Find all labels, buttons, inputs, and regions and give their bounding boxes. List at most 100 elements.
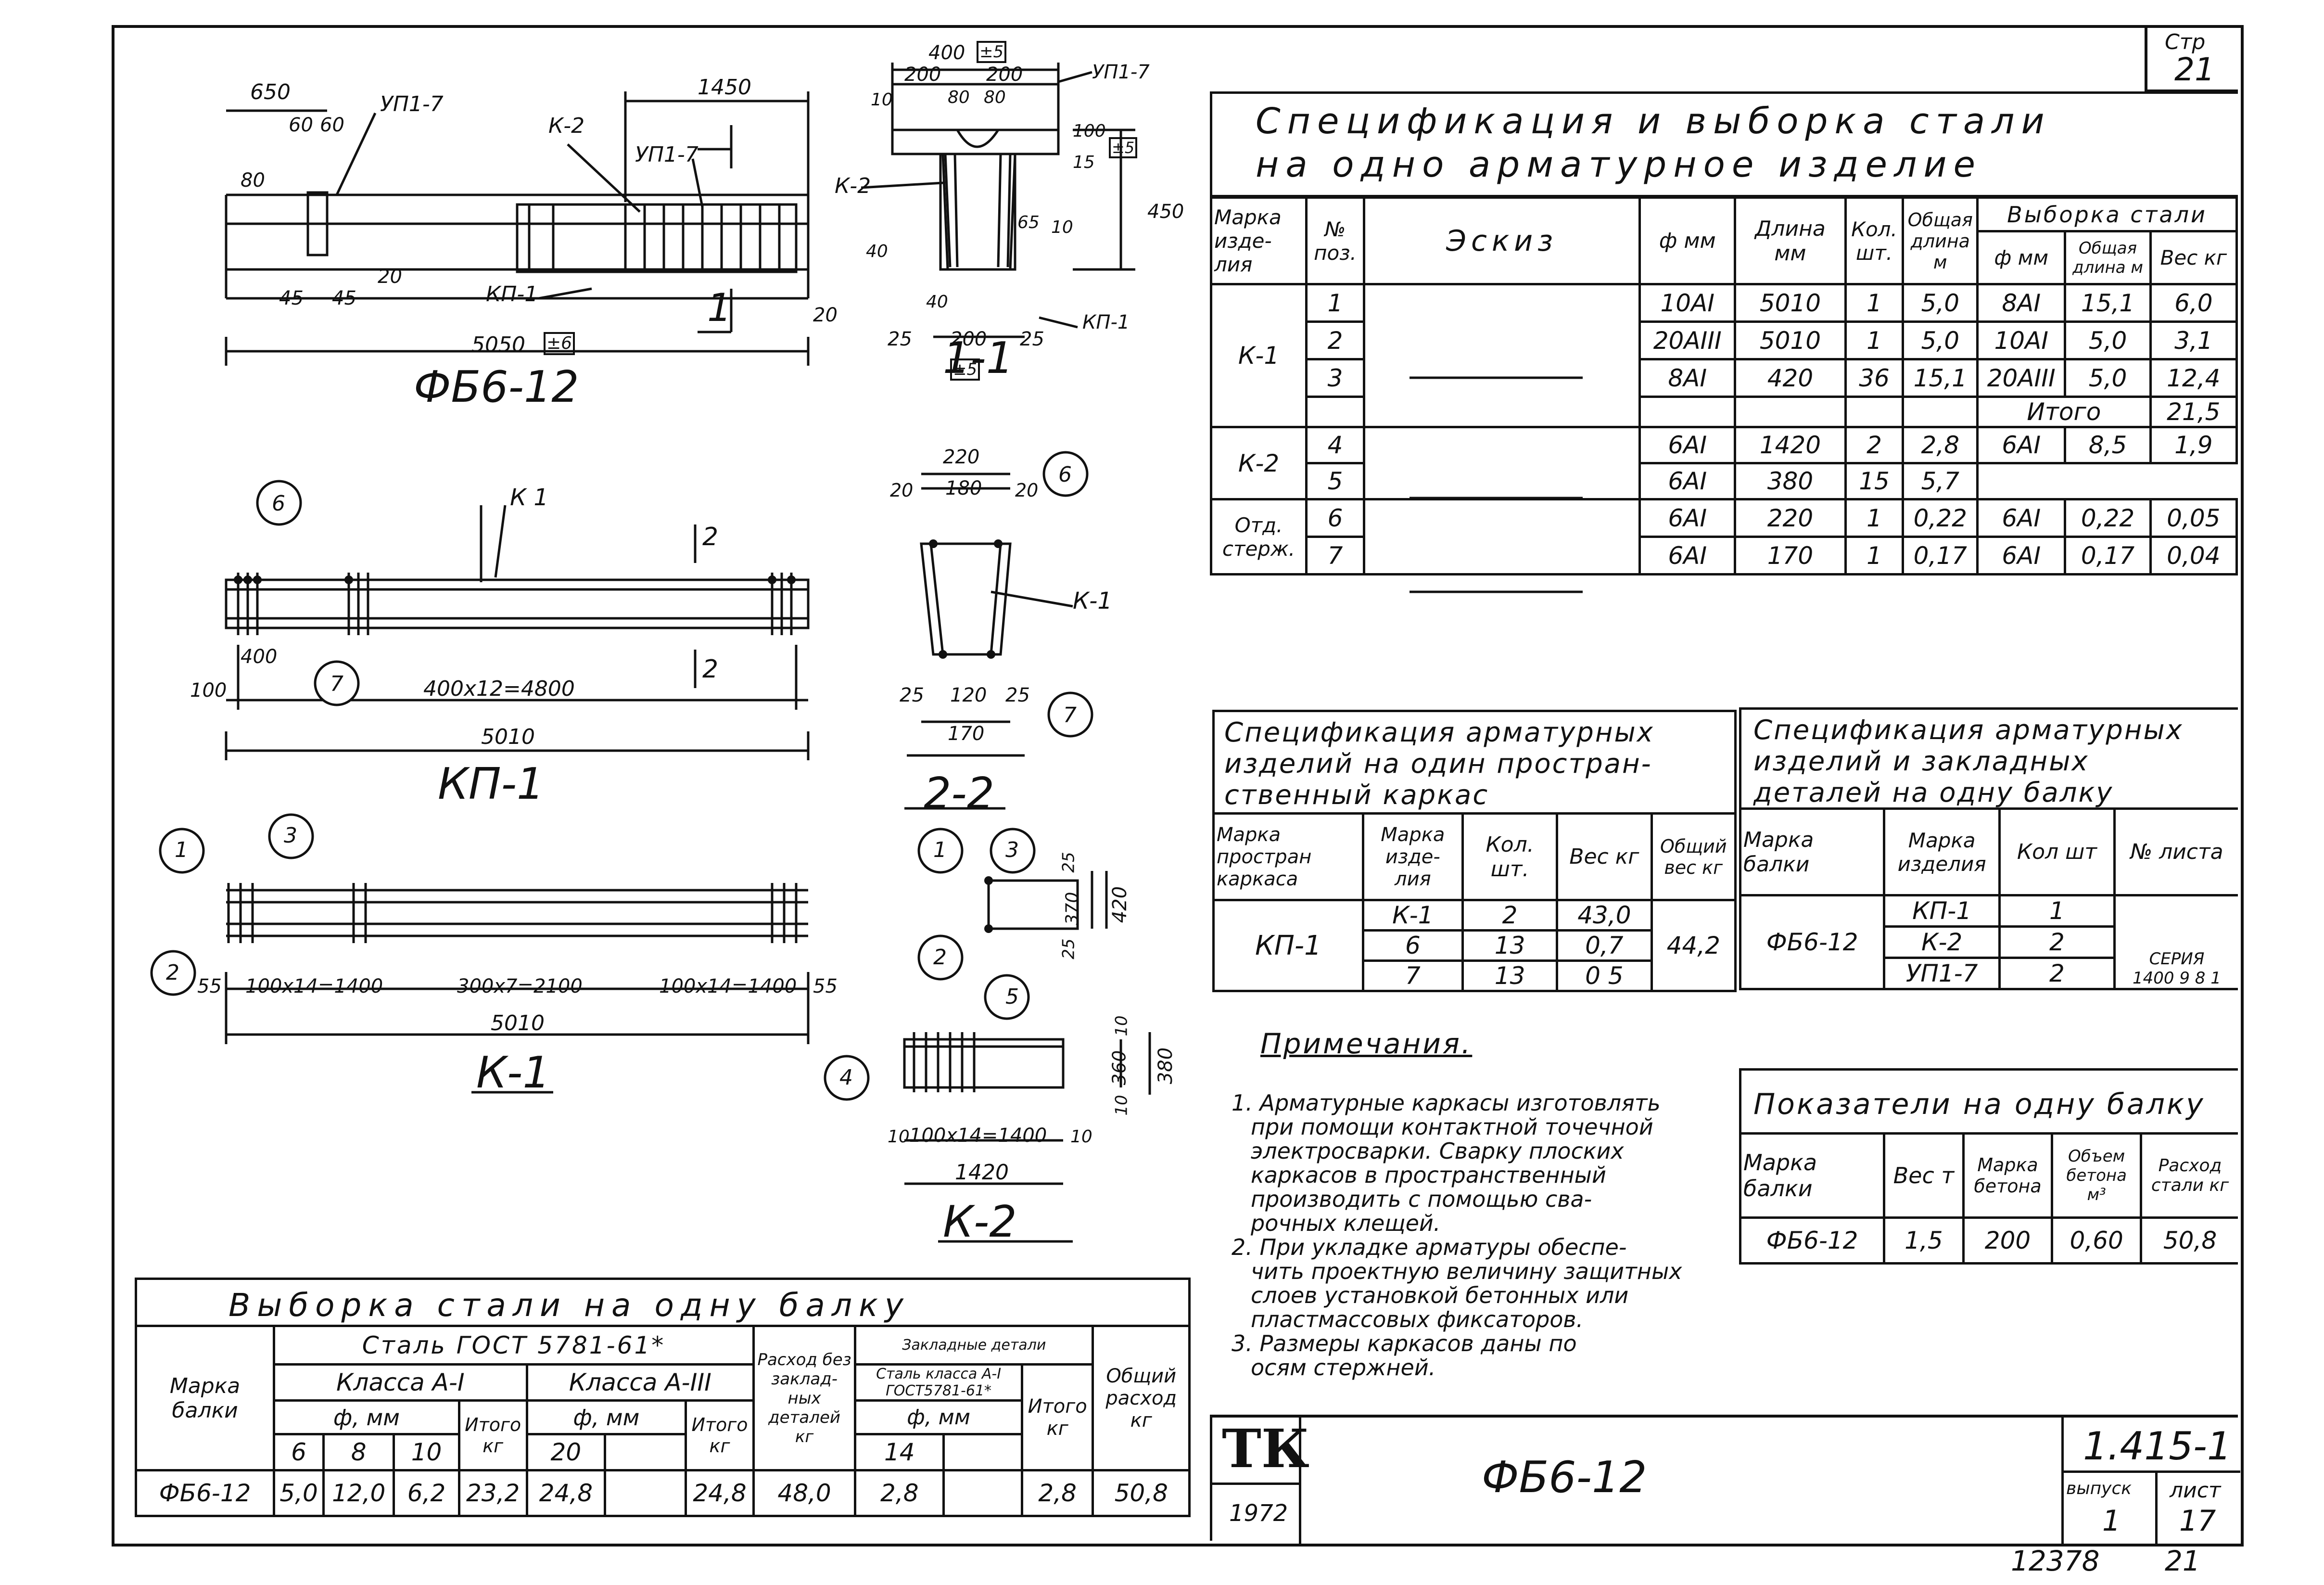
dim-label: 15 — [1073, 153, 1095, 172]
cell-beam-mark: ФБ6-12 — [1739, 894, 1886, 990]
dim-label: УП1-7 — [380, 92, 444, 116]
cell-length: 380 — [1734, 462, 1847, 500]
dim-label: 60 — [320, 114, 344, 136]
header-volume: Объем бетона м³ — [2051, 1132, 2142, 1219]
title-drawing-name: ФБ6-12 — [1482, 1452, 1647, 1503]
cell-mark: К-1 — [1209, 283, 1308, 428]
cell-pos: 6 — [1305, 498, 1365, 538]
note-line: 3. Размеры каркасов даны по — [1232, 1330, 1577, 1356]
note-line: производить с помощью сва- — [1251, 1186, 1592, 1212]
steel-selection-title: Выборка стали на одну балку — [229, 1287, 910, 1324]
cell-pos: 1 — [1305, 283, 1365, 323]
header-embedded: Закладные детали — [854, 1325, 1094, 1366]
cell-dia: 6АI — [1638, 536, 1737, 575]
note-line: электросварки. Сварку плоских — [1251, 1138, 1624, 1164]
header-embedded-total: Итого кг — [1020, 1363, 1094, 1471]
beam-spec-title-l1: Спецификация арматурных — [1753, 715, 2184, 746]
cell-qty: 1 — [1844, 320, 1905, 360]
steel-selection-table: Марка балки Сталь ГОСТ 5781-61* Расход б… — [134, 1325, 1191, 1517]
cell-sel-weight: 0,04 — [2149, 536, 2238, 575]
cell-dia: 8АI — [1638, 358, 1737, 398]
beam-elevation-title: ФБ6-12 — [414, 362, 579, 412]
cell-v10: 6,2 — [393, 1469, 460, 1517]
dim-label: 45 — [332, 287, 356, 309]
cell-sel-weight: 3,1 — [2149, 320, 2238, 360]
note-line: рочных клещей. — [1251, 1210, 1441, 1236]
frame-kp1-title: КП-1 — [438, 759, 545, 809]
header-pos: № поз. — [1305, 196, 1365, 285]
header-sketch: Эскиз — [1362, 196, 1641, 285]
header-total-class3: Итого кг — [685, 1399, 755, 1471]
frame-spec-table: Марка простран каркаса Марка изде- лия К… — [1212, 812, 1737, 992]
cell-total — [1902, 396, 1979, 428]
callout-number: 7 — [1063, 703, 1077, 728]
dim-label: 55 — [197, 975, 222, 997]
title-series: 1.415-1 — [2083, 1424, 2232, 1469]
dim-label: 200 — [904, 64, 941, 86]
cell-total: 2,8 — [1902, 426, 1979, 464]
table-row: УП1-7 2 — [1740, 957, 2238, 990]
note-line: осям стержней. — [1251, 1355, 1436, 1380]
title-year: 1972 — [1229, 1500, 1288, 1527]
dim-label: 20 — [1015, 480, 1039, 501]
cell-length — [1734, 396, 1847, 428]
cell-total: 0,22 — [1902, 498, 1979, 538]
cell-v14-empty — [942, 1469, 1023, 1517]
cell-sketch — [1362, 498, 1641, 575]
cell-sel-weight: 0,05 — [2149, 498, 2238, 538]
cell-sel-len: 15,1 — [2064, 283, 2152, 323]
cell-sel-dia: 6АI — [1976, 498, 2067, 538]
cell-qty: 13 — [1461, 929, 1559, 962]
cell-v20: 24,8 — [525, 1469, 607, 1517]
callout-number: 3 — [284, 823, 297, 848]
note-line: при помощи контактной точечной — [1251, 1114, 1653, 1140]
main-spec-title-line2: на одно арматурное изделие — [1256, 144, 1982, 185]
dim-label: 300х7=2100 — [457, 975, 583, 997]
cell-item: 7 — [1361, 959, 1464, 992]
cell-length: 170 — [1734, 536, 1847, 575]
note-line: пластмассовых фиксаторов. — [1251, 1306, 1584, 1332]
dim-label: К-2 — [835, 174, 871, 198]
header-total-class1: Итого кг — [457, 1399, 528, 1471]
dim-label: 220 — [943, 446, 980, 468]
dim-label: 100 — [1073, 121, 1106, 141]
cell-qty: 1 — [1844, 283, 1905, 323]
header-concrete: Марка бетона — [1962, 1132, 2054, 1219]
indicators-title-box: Показатели на одну балку — [1739, 1068, 2238, 1133]
note-line: чить проектную величину защитных — [1251, 1258, 1682, 1284]
header-weight: Вес т — [1883, 1132, 1965, 1219]
cell-sel-len: 0,22 — [2064, 498, 2152, 538]
cell-sheet: СЕРИЯ 1400 9 8 1 — [2113, 894, 2238, 990]
dim-label: 10 — [888, 1127, 910, 1147]
frame-spec-title-box: Спецификация арматурных изделий на один … — [1212, 710, 1737, 813]
dim-label: 25 — [1020, 328, 1044, 350]
drawing-sheet-frame — [112, 25, 2244, 1547]
dim-label: 100х14=1400 — [659, 975, 797, 997]
cell-concrete: 200 — [1962, 1216, 2054, 1265]
cell-qty: 2 — [1998, 925, 2116, 959]
cell-total: 5,7 — [1902, 462, 1979, 500]
beam-spec-table: Марка балки Марка изделия Кол шт № листа… — [1739, 807, 2238, 990]
main-spec-title-box: Спецификация и выборка стали на одно арм… — [1210, 91, 2238, 197]
table-row: Отд. стерж. 6 6АI 220 1 0,22 6АI 0,22 0,… — [1209, 498, 2238, 575]
callout-number: 5 — [1005, 984, 1019, 1009]
callout-number: 6 — [272, 491, 285, 516]
cell-mark: ФБ6-12 — [1739, 1216, 1886, 1265]
cell-qty: 36 — [1844, 358, 1905, 398]
cell-item: УП1-7 — [1883, 957, 2001, 990]
cell-empty — [1976, 462, 2237, 500]
dim-label: ±5 — [950, 358, 980, 381]
header-length: Длина мм — [1734, 196, 1847, 285]
dim-label: 80 — [948, 88, 970, 107]
header-d14-empty — [942, 1433, 1023, 1471]
dim-label: 80 — [241, 169, 265, 192]
dim-label: КП-1 — [486, 282, 538, 307]
title-issue: 1 — [2102, 1504, 2121, 1538]
cell-qty: 1 — [1998, 894, 2116, 928]
header-steel-gost: Сталь ГОСТ 5781-61* — [273, 1325, 755, 1366]
tk-logo: ТК — [1222, 1418, 1309, 1480]
page-number: 21 — [2174, 51, 2215, 88]
header-selection: Выборка стали — [1976, 196, 2238, 232]
frame-spec-title-l3: ственный каркас — [1224, 780, 1489, 811]
cell-dia: 20АIII — [1638, 320, 1737, 360]
